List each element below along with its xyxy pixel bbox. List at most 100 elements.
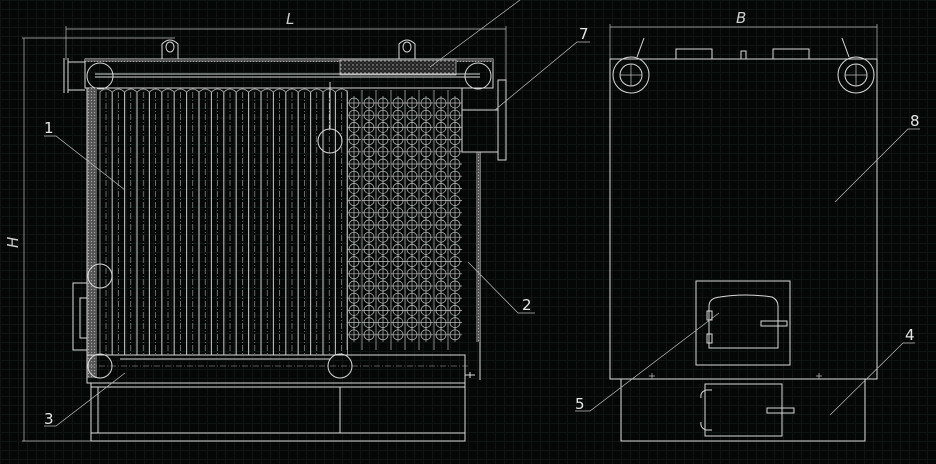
tube-crosshair [434, 266, 448, 281]
tube-crosshair [419, 157, 433, 171]
tube-crosshair [448, 242, 462, 257]
lifting-lug [161, 39, 179, 60]
tube-crosshair [448, 169, 462, 184]
left-insulation [87, 88, 97, 378]
dimension-H: H [4, 37, 175, 442]
tube-crosshair [405, 303, 419, 318]
tube-crosshair [362, 303, 376, 318]
tube-crosshair [434, 193, 448, 208]
tube-crosshair [448, 181, 462, 196]
tube-crosshair [362, 96, 376, 110]
tube-crosshair [376, 279, 390, 293]
tube-crosshair [405, 120, 419, 135]
tube-crosshair [434, 144, 448, 159]
tube-crosshair [419, 327, 433, 342]
tube-crosshair [448, 266, 462, 281]
tube-crosshair [391, 254, 405, 269]
tube-crosshair [391, 242, 405, 257]
callout-8: 8 [910, 112, 920, 130]
side-view: L H [4, 10, 507, 442]
tube-crosshair [391, 108, 405, 123]
tube-crosshair [391, 315, 405, 330]
tube-crosshair [347, 315, 361, 330]
tube-crosshair [419, 242, 433, 257]
tube-crosshair [405, 230, 419, 245]
tube-crosshair [391, 169, 405, 184]
tube-crosshair [391, 96, 405, 110]
ash-box [620, 378, 866, 442]
tube-crosshair [448, 108, 462, 123]
tube-crosshair [362, 132, 376, 147]
callout-4: 4 [905, 326, 915, 344]
tube-crosshair [347, 279, 361, 293]
tube-crosshair [448, 303, 462, 318]
tube-crosshair [419, 169, 433, 184]
tube-crosshair [419, 181, 433, 196]
tube-crosshair [448, 157, 462, 171]
tube-crosshair [448, 96, 462, 110]
tube-crosshair [362, 157, 376, 171]
tube-crosshair [376, 144, 390, 159]
tube-crosshair [434, 303, 448, 318]
base-frame [90, 382, 466, 442]
furnace-tube [186, 88, 200, 355]
tube-crosshair [362, 279, 376, 293]
tube-crosshair [434, 218, 448, 232]
tube-crosshair [376, 132, 390, 147]
tube-crosshair [376, 218, 390, 232]
tube-crosshair [376, 205, 390, 220]
tube-crosshair [448, 193, 462, 208]
tube-crosshair [347, 291, 361, 306]
tube-crosshair [434, 315, 448, 330]
tube-crosshair [434, 108, 448, 123]
tube-crosshair [362, 205, 376, 220]
tube-crosshair [347, 266, 361, 281]
tube-crosshair [448, 218, 462, 232]
tube-crosshair [347, 132, 361, 147]
furnace-tube [236, 88, 249, 355]
tube-crosshair [347, 193, 361, 208]
tube-crosshair [391, 144, 405, 159]
tube-crosshair [405, 254, 419, 269]
bottom-collector [327, 353, 353, 379]
door-handle [760, 320, 788, 327]
tube-crosshair [405, 242, 419, 257]
tube-crosshair [419, 144, 433, 159]
callout-5: 5 [575, 395, 585, 413]
dimension-L: L [65, 10, 507, 80]
tube-crosshair [448, 291, 462, 306]
tube-crosshair [434, 242, 448, 257]
tube-crosshair [391, 218, 405, 232]
tube-crosshair [434, 279, 448, 293]
tube-crosshair [405, 132, 419, 147]
tube-crosshair [434, 327, 448, 342]
tube-crosshair [391, 279, 405, 293]
tube-crosshair [347, 242, 361, 257]
tube-crosshair [434, 132, 448, 147]
tube-crosshair [347, 327, 361, 342]
tube-crosshair [405, 108, 419, 123]
dimension-B: B [609, 9, 878, 60]
furnace-tube [322, 88, 336, 355]
tube-crosshair [347, 169, 361, 184]
tube-crosshair [376, 193, 390, 208]
tube-crosshair [376, 327, 390, 342]
tube-crosshair [405, 193, 419, 208]
tube-crosshair [405, 169, 419, 184]
pipe-flange-left [612, 37, 650, 94]
inlet-flange [63, 58, 85, 93]
tube-crosshair [347, 120, 361, 135]
ash-door [700, 383, 795, 437]
tube-crosshair [347, 254, 361, 269]
tube-crosshair [419, 254, 433, 269]
tube-crosshair [434, 230, 448, 245]
tube-crosshair [362, 315, 376, 330]
tube-crosshair [434, 291, 448, 306]
header-pipe [464, 62, 492, 90]
tube-crosshair [362, 327, 376, 342]
tube-crosshair [362, 254, 376, 269]
tube-crosshair [391, 303, 405, 318]
furnace-tube [260, 88, 274, 355]
tube-crosshair [434, 254, 448, 269]
